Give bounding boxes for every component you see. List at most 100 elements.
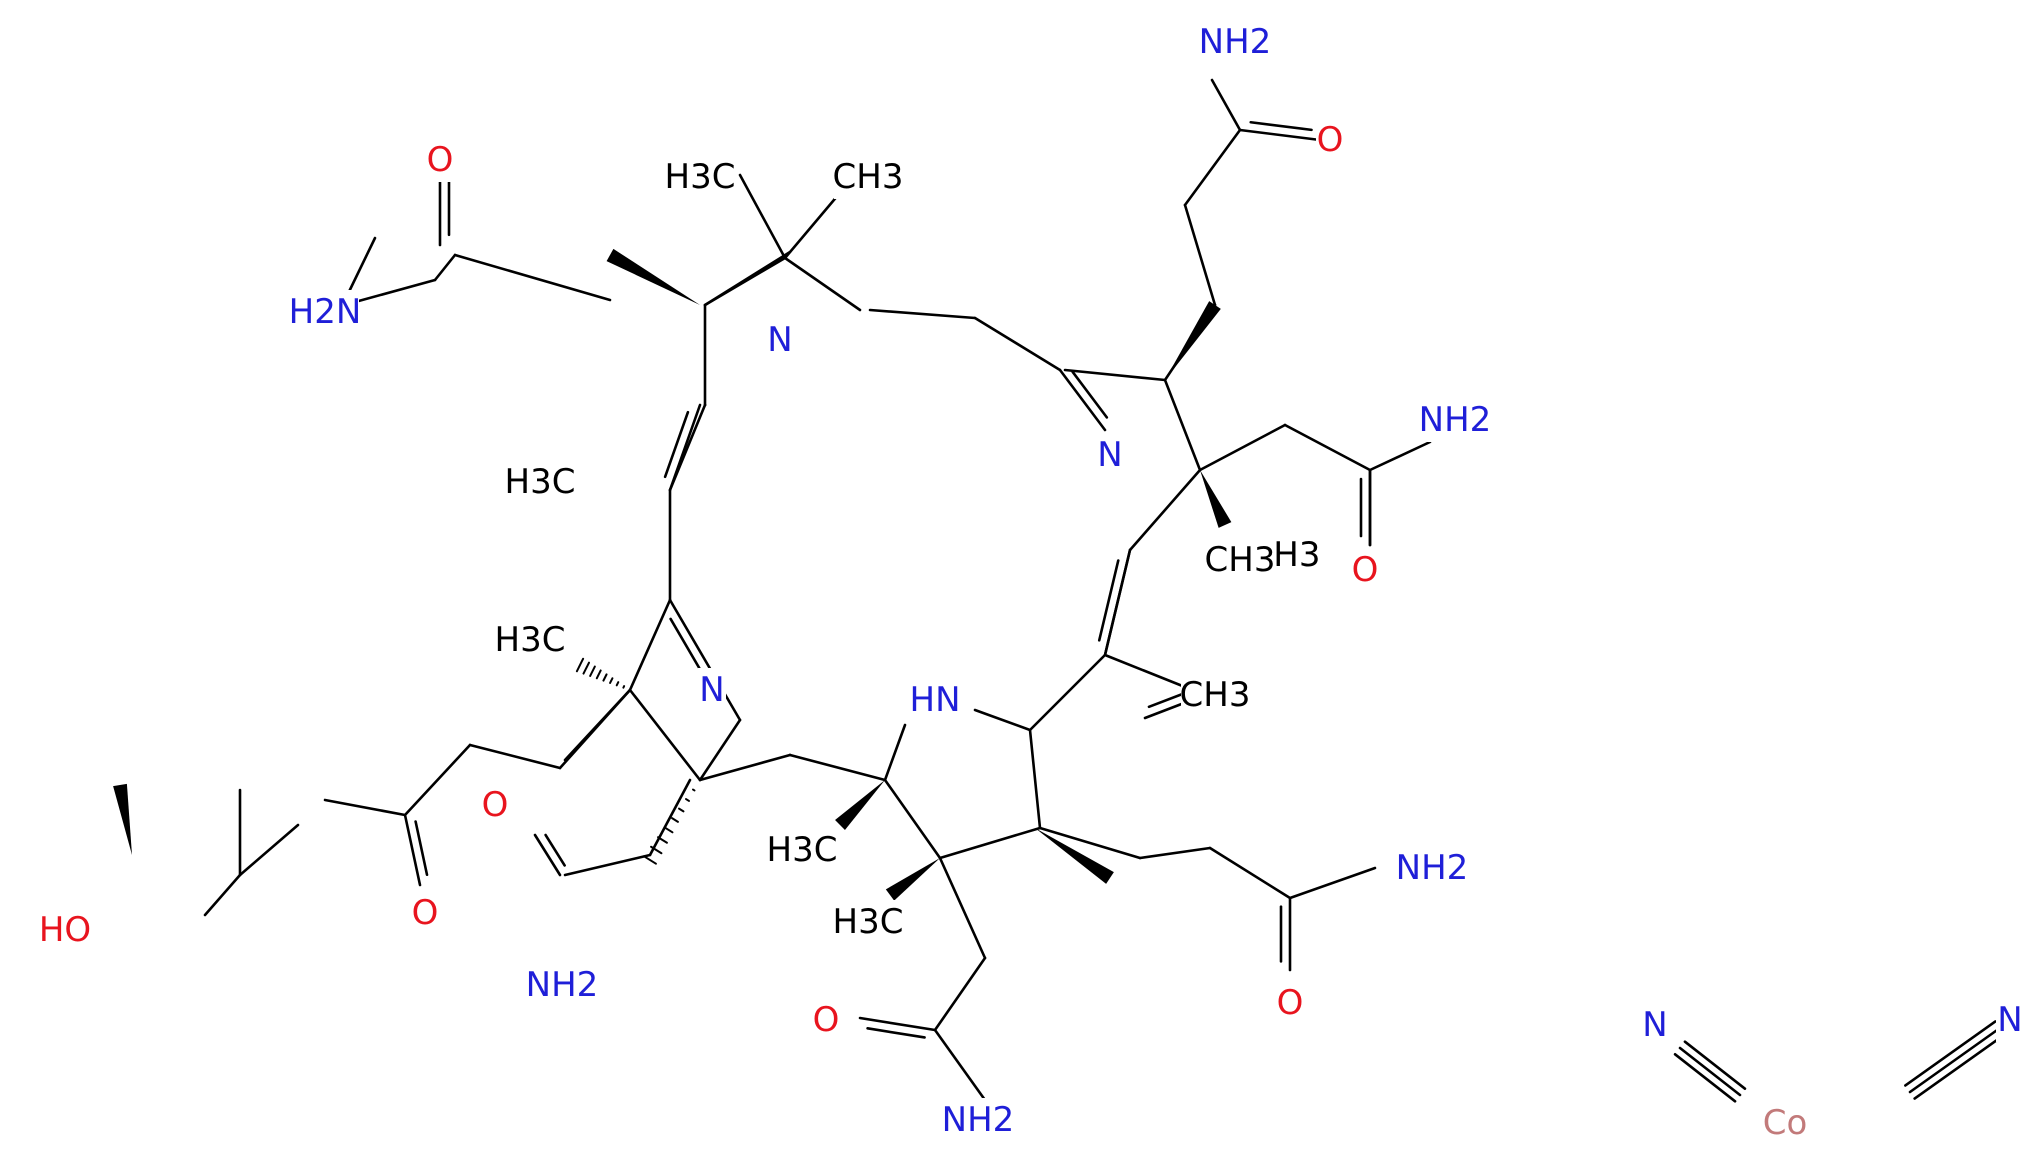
single-bond: [703, 250, 792, 307]
atom-label-background: [768, 828, 836, 872]
single-bond: [628, 688, 702, 782]
atom-label-co: Co: [1763, 1103, 1808, 1143]
atom-label-background: [944, 1098, 1012, 1142]
single-bond: [933, 1028, 987, 1102]
triple-bond: [1678, 1046, 1742, 1097]
single-bond: [1058, 368, 1107, 432]
atom-label-background: [496, 618, 564, 662]
single-bond: [433, 253, 457, 282]
single-bond: [858, 1016, 937, 1032]
single-bond: [883, 723, 907, 782]
single-bond: [883, 778, 942, 860]
atom-label-c: CH3: [1180, 675, 1251, 715]
atom-label-n: NH2: [942, 1100, 1015, 1140]
atom-label-background: [834, 900, 902, 944]
atom-label-o: HO: [39, 910, 91, 950]
atom-label-background: [911, 678, 959, 722]
single-bond: [973, 708, 1032, 732]
single-bond: [1210, 78, 1242, 132]
single-bond: [1128, 468, 1202, 552]
double-bond: [414, 820, 429, 877]
single-bond: [1138, 846, 1212, 860]
atom-label-background: [1996, 998, 2024, 1042]
wedge-bond: [1200, 470, 1232, 528]
double-bond: [1071, 370, 1109, 419]
single-bond: [648, 778, 692, 857]
triple-bond: [1908, 1026, 2002, 1094]
single-bond: [1283, 423, 1372, 472]
single-bond: [1368, 440, 1432, 472]
atom-label-n: HN: [910, 680, 961, 720]
atom-label-background: [666, 155, 734, 199]
hashed-bond: [609, 677, 614, 684]
single-bond: [668, 403, 702, 492]
atom-label-background: [506, 460, 574, 504]
atom-label-background: [426, 138, 454, 182]
atom-label-background: [1201, 20, 1269, 64]
hashed-bond: [678, 807, 685, 813]
atom-label-background: [291, 290, 359, 334]
atom-label-c: CH3: [833, 157, 904, 197]
atom-label-background: [1398, 846, 1466, 890]
single-bond: [1163, 378, 1202, 472]
atom-label-background: [1316, 118, 1344, 162]
atom-label-c: H3C: [665, 157, 736, 197]
hashed-bond: [575, 657, 585, 673]
single-bond: [403, 743, 472, 817]
single-bond: [1028, 728, 1042, 830]
hashed-bond: [615, 681, 620, 687]
single-bond: [933, 956, 987, 1032]
atom-label-n: NH2: [1396, 848, 1469, 888]
atom-label-background: [481, 783, 509, 827]
triple-bond: [1683, 1040, 1747, 1091]
single-bond: [868, 308, 977, 320]
single-bond: [558, 688, 632, 770]
hashed-bond: [589, 665, 596, 677]
double-bond: [663, 410, 690, 479]
single-bond: [938, 856, 987, 960]
hashed-bond: [582, 661, 590, 675]
wedge-bond: [113, 783, 132, 855]
atom-label-n: NH2: [1419, 400, 1492, 440]
atom-label-n: NH2: [526, 965, 599, 1005]
atom-label-n: N: [1997, 1000, 2022, 1040]
atom-label-background: [411, 891, 439, 935]
atom-label-c: H3C: [767, 830, 838, 870]
atom-label-background: [1351, 548, 1379, 592]
double-bond: [866, 1027, 926, 1039]
atom-label-c: CH3: [1205, 540, 1276, 580]
atom-label-n: N: [1097, 435, 1122, 475]
triple-bond: [1913, 1033, 2006, 1100]
atom-label-background: [1421, 398, 1489, 442]
single-bond: [1288, 866, 1377, 900]
hashed-bond: [664, 826, 674, 834]
hashed-bond: [602, 673, 608, 682]
wedge-bond: [835, 780, 885, 830]
single-bond: [1063, 368, 1167, 382]
single-bond: [353, 278, 437, 304]
atom-label-c: H3C: [833, 902, 904, 942]
atom-label-o: O: [482, 785, 509, 825]
single-bond: [1208, 846, 1292, 900]
single-bond: [1103, 548, 1132, 657]
bond-lines: [113, 78, 2006, 1103]
atom-label-n: N: [767, 320, 792, 360]
single-bond: [323, 798, 407, 817]
single-bond: [973, 316, 1062, 372]
single-bond: [468, 743, 562, 770]
single-bond: [738, 173, 787, 260]
atom-label-background: [41, 908, 89, 952]
atom-label-background: [834, 155, 902, 199]
atom-label-n: N: [699, 670, 724, 710]
atom-label-c: H3C: [505, 462, 576, 502]
hashed-bond: [643, 855, 657, 865]
atom-label-background: [1276, 981, 1304, 1025]
single-bond: [453, 253, 612, 302]
hashed-bond: [595, 669, 602, 680]
single-bond: [1183, 203, 1217, 307]
wedge-bond: [1165, 301, 1221, 380]
single-bond: [1183, 128, 1242, 207]
atom-label-n: NH2: [1199, 22, 1272, 62]
single-bond: [1038, 826, 1142, 860]
double-bond: [1249, 120, 1313, 132]
